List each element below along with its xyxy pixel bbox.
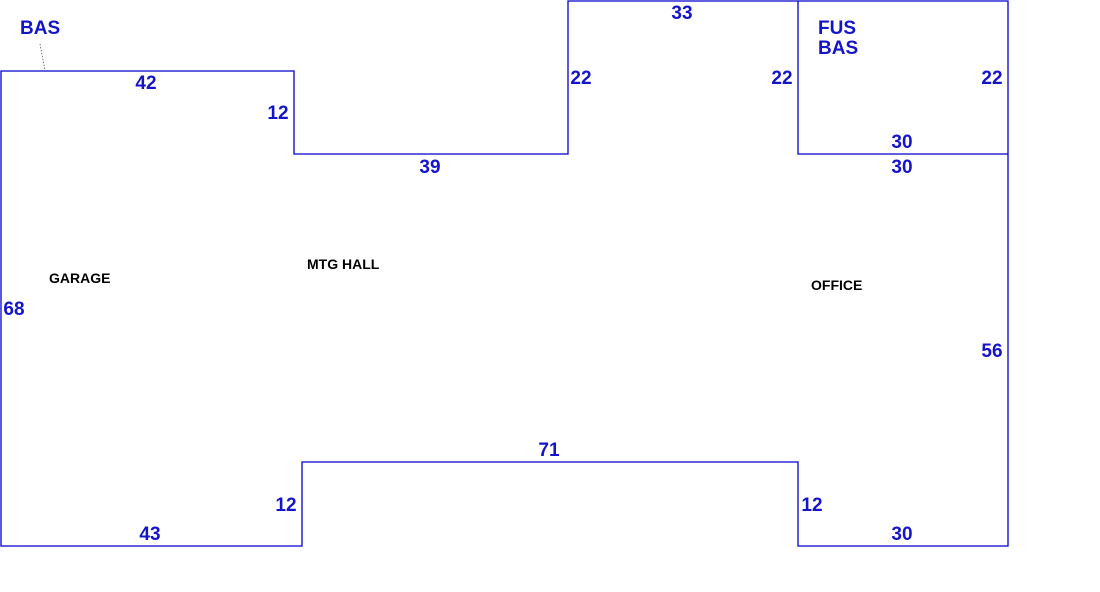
building-outline xyxy=(0,0,1009,547)
dim-top-left-width: 42 xyxy=(135,73,156,94)
dim-bottom-recess-width: 71 xyxy=(538,440,560,461)
room-label-mtg-hall: MTG HALL xyxy=(307,256,380,272)
dim-fus-right-height: 22 xyxy=(981,68,1002,89)
dim-center-wing-right-height: 22 xyxy=(771,68,792,89)
dim-center-wing-left-height: 22 xyxy=(570,68,591,89)
dim-bottom-right-width: 30 xyxy=(891,524,912,545)
dim-middle-recess-width: 39 xyxy=(419,157,440,178)
room-label-office: OFFICE xyxy=(811,277,862,293)
bas-leader-line xyxy=(39,43,46,71)
fus-bas-section-outline xyxy=(797,1,1008,155)
dim-fus-bottom-width: 30 xyxy=(891,132,912,153)
dim-bottom-left-width: 43 xyxy=(139,524,160,545)
area-code-fus-bas: BAS xyxy=(818,38,858,59)
dim-bottom-left-notch: 12 xyxy=(275,495,296,516)
dim-bottom-right-notch: 12 xyxy=(801,495,822,516)
dim-center-wing-top-width: 33 xyxy=(671,3,692,24)
room-label-garage: GARAGE xyxy=(49,270,110,286)
dim-right-height: 56 xyxy=(981,341,1002,362)
dim-left-notch-drop: 12 xyxy=(267,103,288,124)
area-code-fus: FUS xyxy=(818,18,856,39)
dim-office-top-width: 30 xyxy=(891,157,912,178)
dim-left-height: 68 xyxy=(3,299,24,320)
area-code-bas: BAS xyxy=(20,18,60,39)
